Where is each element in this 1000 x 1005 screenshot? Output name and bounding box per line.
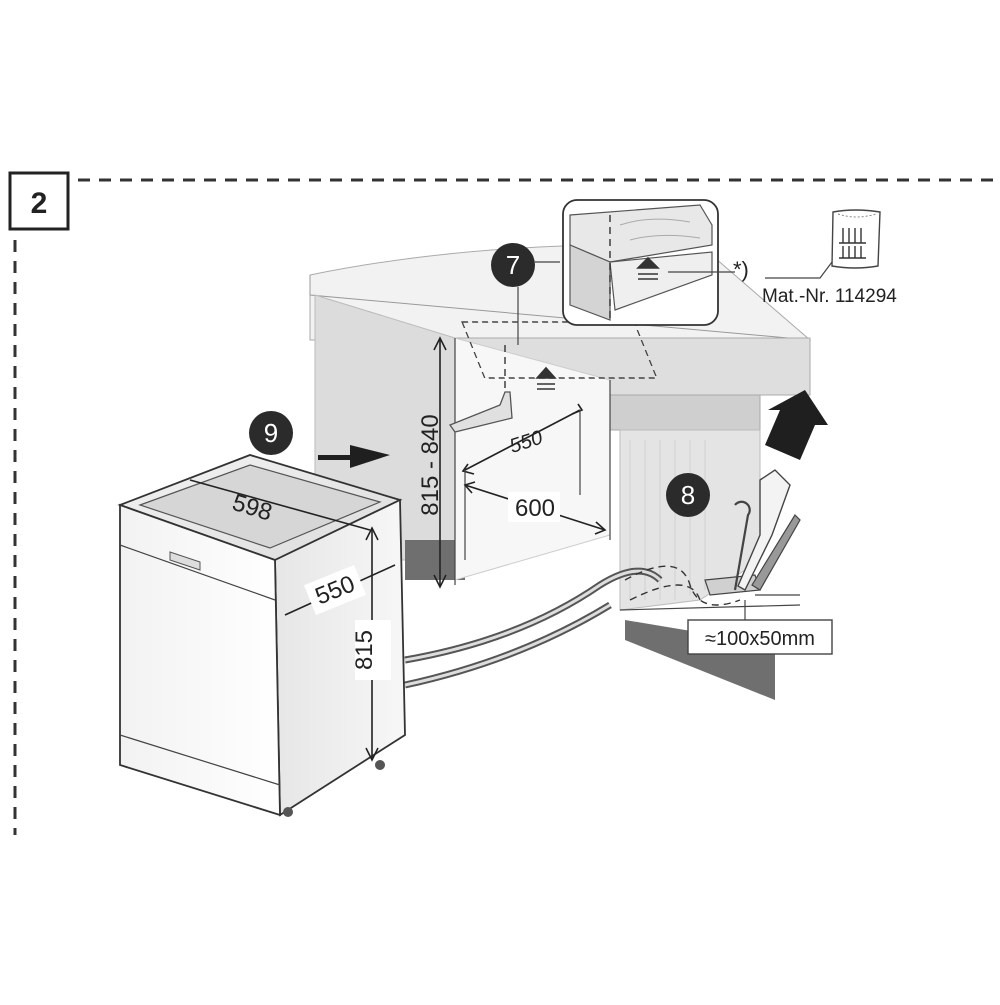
callout-9: 9 — [264, 418, 278, 448]
control-panel-line — [119, 544, 276, 601]
hoses — [404, 565, 741, 689]
plinth-line — [119, 734, 281, 786]
material-number: Mat.-Nr. 114294 — [762, 286, 897, 307]
supply-hose-end — [751, 514, 801, 591]
dishwasher-door — [119, 503, 281, 817]
appliance-height-label: 815 — [351, 630, 378, 670]
step-frame: 2 — [8, 171, 995, 835]
foot-left — [283, 807, 293, 817]
door-handle — [169, 551, 201, 571]
supply-hose — [404, 602, 612, 689]
callout-9-badge — [249, 411, 293, 455]
direction-arrows — [318, 390, 828, 468]
cabinet-depth-line — [464, 409, 581, 471]
niche-dimensions: 815 - 840 550 600 — [417, 321, 658, 589]
callouts: 9 7 8 — [249, 243, 710, 517]
callout-8: 8 — [681, 480, 695, 510]
aquastop-valve — [737, 469, 791, 591]
accessory-asterisk: *) — [733, 257, 749, 282]
niche-back-wall — [454, 337, 611, 581]
inset-bracket — [609, 251, 713, 311]
detail-inset — [562, 199, 735, 326]
up-arrow-small-icon — [535, 366, 557, 390]
mounting-bracket-dashed-outline — [461, 321, 658, 379]
bracket-screw-tool — [448, 391, 513, 433]
callout-8-badge — [666, 473, 710, 517]
callout-7-badge — [491, 243, 535, 287]
step-number: 2 — [31, 187, 48, 220]
screws-icon — [839, 228, 866, 259]
inset-up-arrow-icon — [636, 256, 660, 280]
niche-width-label: 600 — [515, 495, 555, 522]
hole-size-label: ≈100x50mm — [705, 628, 815, 650]
step-number-box — [8, 171, 70, 231]
callout-7: 7 — [506, 250, 520, 280]
appliance-dimensions: 598 550 815 — [189, 479, 396, 762]
push-in-arrow-icon — [318, 445, 390, 468]
hole-size-box — [687, 619, 833, 655]
drain-hose-end — [733, 500, 751, 591]
height-range-label: 815 - 840 — [417, 414, 444, 515]
foot-right — [375, 760, 385, 770]
lift-arrow-icon — [765, 390, 828, 460]
screw-bag-icon — [831, 209, 881, 269]
accessory-reference: *) Mat.-Nr. 114294 — [733, 209, 897, 307]
hose-passage-area: ≈100x50mm — [687, 469, 833, 655]
